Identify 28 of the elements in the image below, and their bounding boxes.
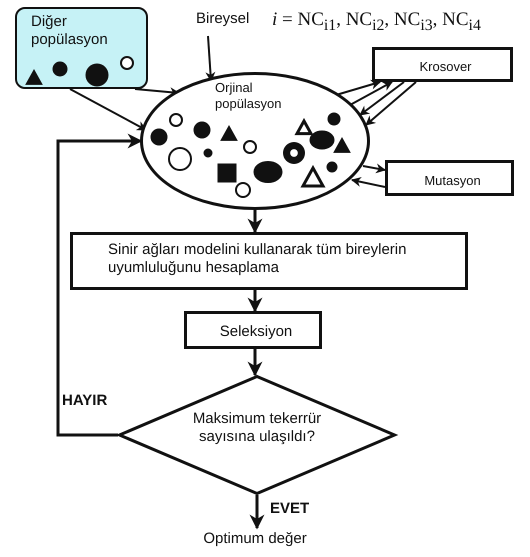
arrow (248, 210, 262, 234)
process-box (385, 160, 514, 196)
arrow (362, 163, 386, 174)
box-label: Maksimum tekerrür sayısına ulaşıldı? (192, 410, 322, 446)
node-label: Orjinal popülasyon (215, 80, 282, 112)
arrow (248, 349, 262, 376)
arrow (248, 290, 262, 312)
node-text: Optimum değer (195, 530, 315, 552)
formula-text: i = NC$_{i1}$, NC$_{i2}$, NC$_{i3}$, NC$_{i4}$ (272, 9, 481, 35)
arrow (336, 80, 381, 96)
process-box (70, 232, 468, 290)
process-box (184, 311, 322, 349)
box-label: Sinir ağları modelini kullanarak tüm bireylerin uyumluluğunu hesaplama (108, 241, 408, 277)
arrow (359, 81, 405, 116)
box-label: Krosover (418, 59, 473, 75)
arrow (250, 495, 264, 530)
population-box (15, 7, 148, 89)
process-box (372, 47, 513, 82)
arrow (351, 176, 386, 188)
arrow (56, 134, 142, 436)
decision-diamond (118, 375, 396, 495)
population-ellipse (140, 72, 370, 210)
node-text: Bireysel (196, 10, 266, 32)
box-label: Seleksiyon (218, 323, 294, 341)
node-label: Diğer popülasyon (31, 13, 109, 49)
box-label: Mutasyon (423, 173, 482, 189)
arrow (350, 81, 393, 106)
arrow (365, 81, 417, 126)
